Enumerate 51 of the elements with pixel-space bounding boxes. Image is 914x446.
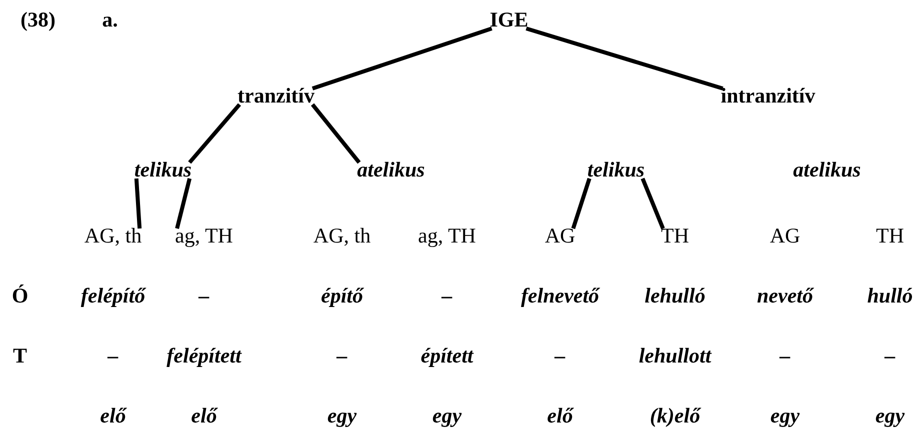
table-cell: – bbox=[198, 286, 210, 306]
table-cell: egy bbox=[327, 406, 357, 426]
row-label: Ó bbox=[12, 286, 28, 306]
tree-branch bbox=[571, 178, 592, 230]
tree-node-label: telikus bbox=[132, 160, 194, 180]
role-label: TH bbox=[874, 226, 906, 246]
table-cell: – bbox=[884, 346, 896, 366]
tree-node-label: atelikus bbox=[355, 160, 427, 180]
table-cell: (k)elő bbox=[650, 406, 700, 426]
table-cell: egy bbox=[770, 406, 800, 426]
role-label: AG, th bbox=[311, 226, 373, 246]
table-cell: elő bbox=[191, 406, 217, 426]
table-cell: elő bbox=[547, 406, 573, 426]
tree-branch bbox=[188, 103, 242, 164]
table-cell: egy bbox=[875, 406, 905, 426]
role-label: TH bbox=[659, 226, 691, 246]
table-cell: felépítő bbox=[80, 286, 146, 306]
row-label: T bbox=[13, 346, 27, 366]
tree-node-label: IGE bbox=[488, 10, 530, 30]
table-cell: – bbox=[336, 346, 348, 366]
table-cell: hulló bbox=[867, 286, 913, 306]
tree-node-label: telikus bbox=[585, 160, 647, 180]
table-cell: elő bbox=[100, 406, 126, 426]
table-cell: – bbox=[780, 346, 790, 366]
example-letter: a. bbox=[102, 10, 118, 30]
role-label: ag, TH bbox=[173, 226, 235, 246]
tree-branch bbox=[526, 26, 724, 90]
tree-branch bbox=[175, 178, 192, 229]
table-cell: – bbox=[108, 346, 118, 366]
tree-branch bbox=[312, 26, 492, 90]
tree-branch bbox=[310, 103, 361, 164]
tree-branch bbox=[640, 178, 665, 230]
table-cell: egy bbox=[432, 406, 462, 426]
table-cell: felnevető bbox=[520, 286, 600, 306]
role-label: ag, TH bbox=[416, 226, 478, 246]
table-cell: – bbox=[554, 346, 566, 366]
tree-branch bbox=[134, 178, 142, 229]
table-cell: lehulló bbox=[644, 286, 706, 306]
table-cell: nevető bbox=[757, 286, 813, 306]
role-label: AG bbox=[542, 226, 578, 246]
table-cell: építő bbox=[321, 286, 363, 306]
table-cell: épített bbox=[420, 346, 474, 366]
table-cell: – bbox=[442, 286, 452, 306]
tree-node-label: tranzitív bbox=[236, 86, 316, 106]
tree-node-label: intranzitív bbox=[718, 86, 818, 106]
table-cell: felépített bbox=[166, 346, 242, 366]
tree-node-label: atelikus bbox=[791, 160, 863, 180]
table-cell: lehullott bbox=[638, 346, 712, 366]
example-number: (38) bbox=[20, 10, 56, 30]
role-label: AG, th bbox=[82, 226, 144, 246]
role-label: AG bbox=[768, 226, 802, 246]
